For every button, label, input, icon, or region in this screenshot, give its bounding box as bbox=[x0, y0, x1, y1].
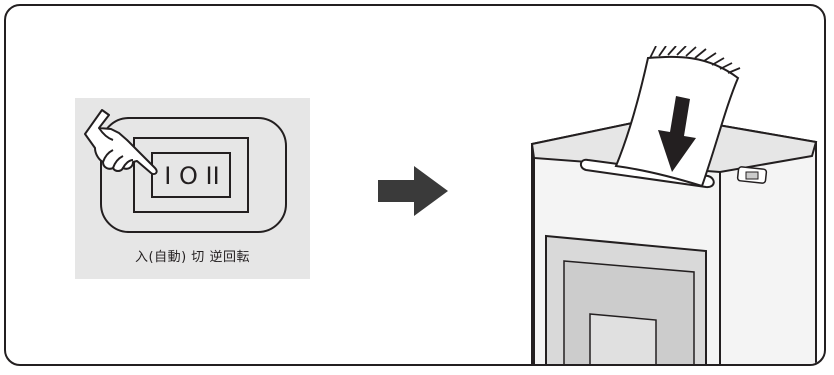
shredder-illustration bbox=[530, 46, 818, 364]
switch-panel: I O II 入(自動) 切 逆回転 bbox=[75, 98, 310, 279]
down-arrow-icon bbox=[658, 96, 696, 172]
right-arrow-icon bbox=[378, 166, 448, 216]
pointing-hand-icon bbox=[84, 109, 158, 176]
instruction-frame: I O II 入(自動) 切 逆回転 bbox=[4, 4, 826, 366]
rocker-switch-illustration: I O II bbox=[84, 109, 287, 233]
switch-symbols: I O II bbox=[164, 162, 219, 190]
switch-caption: 入(自動) 切 逆回転 bbox=[135, 250, 250, 265]
